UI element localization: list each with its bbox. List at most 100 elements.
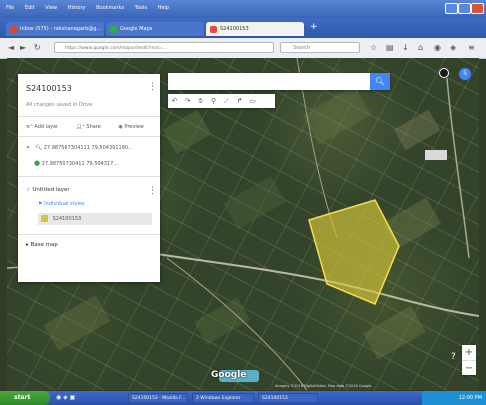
layer-options-icon[interactable]: ⋮ <box>148 186 157 196</box>
pin-result-row[interactable]: ● 27.98750730411 79.504317... <box>34 159 118 167</box>
menu-view[interactable]: View <box>45 5 58 11</box>
side-road <box>446 77 470 259</box>
download-icon[interactable]: ↓ <box>402 43 409 52</box>
redo-icon[interactable]: ↷ <box>184 97 191 105</box>
search-icon[interactable]: 🔍︎ <box>370 73 390 90</box>
share-label: Share <box>86 124 101 130</box>
layer-feature-item[interactable]: S24100153 <box>38 213 152 225</box>
menu-edit[interactable]: Edit <box>24 5 35 11</box>
tab-my-map[interactable]: S24100153 <box>206 22 304 36</box>
more-options-icon[interactable]: ⋮ <box>148 82 157 92</box>
menu-tools[interactable]: Tools <box>134 5 147 11</box>
layer-checkbox[interactable]: ✓ <box>26 187 31 193</box>
layer-style-label: Individual styles <box>44 201 85 207</box>
ruler-icon[interactable]: ▭ <box>249 97 256 105</box>
home-icon[interactable]: ⌂ <box>418 43 424 52</box>
layer-title[interactable]: Untitled layer <box>32 187 70 193</box>
settlement <box>425 150 447 160</box>
sync-icon[interactable]: ◉ <box>434 43 441 52</box>
share-button[interactable]: 👤︎⁺ Share <box>75 124 101 130</box>
divider <box>18 234 160 235</box>
hand-icon[interactable]: ✋︎ <box>198 96 203 105</box>
undo-icon[interactable]: ↶ <box>171 97 178 105</box>
base-map-label: Base map <box>30 242 58 248</box>
back-icon[interactable]: ◄ <box>8 43 15 52</box>
main-road <box>156 253 479 317</box>
menu-bookmarks[interactable]: Bookmarks <box>96 5 125 11</box>
taskbar-item-firefox[interactable]: S24100153 - Mozilla F... <box>128 393 188 403</box>
tab-inbox[interactable]: Inbox (575) - rakshanagarb@g... <box>6 22 104 36</box>
map-title[interactable]: S24100153 <box>26 84 72 93</box>
pin-coordinates: 27.98750730411 79.504317... <box>41 161 119 167</box>
marker-icon[interactable]: ⚲ <box>210 97 217 105</box>
layer-style-link[interactable]: ⚑ Individual styles <box>38 201 85 207</box>
map-side-panel: S24100153 ⋮ All changes saved in Drive ≡… <box>18 74 160 282</box>
directions-icon[interactable]: ↱ <box>236 97 243 105</box>
layer-header[interactable]: ✓ Untitled layer <box>26 187 70 193</box>
add-layer-button[interactable]: ≡⁺ Add layer <box>26 124 59 130</box>
my-maps-icon <box>210 25 217 33</box>
tab-label: Google Maps <box>120 26 153 32</box>
google-logo: Google <box>211 370 247 380</box>
field-patches <box>43 85 442 360</box>
start-button[interactable]: start <box>0 391 50 405</box>
feature-label: S24100153 <box>52 216 82 222</box>
maps-icon <box>110 25 117 33</box>
url-field[interactable]: https://www.google.com/maps/d/edit?mid=.… <box>54 42 274 53</box>
polygon-swatch-icon <box>41 215 48 222</box>
base-map-row[interactable]: ▸ Base map <box>26 242 58 248</box>
shield-icon[interactable]: ◈ <box>450 43 457 52</box>
menu-help[interactable]: Help <box>157 5 169 11</box>
menu-file[interactable]: File <box>6 5 15 11</box>
water-body <box>219 370 259 382</box>
quick-launch-icons[interactable]: ◉ ◈ ▣ <box>56 394 76 401</box>
reload-icon[interactable]: ↻ <box>34 43 41 52</box>
compass-icon[interactable] <box>439 68 449 78</box>
close-icon[interactable]: ✕ <box>26 145 31 151</box>
new-tab-button[interactable]: + <box>310 22 318 32</box>
minimize-button[interactable] <box>445 3 458 14</box>
clock[interactable]: 12:00 PM <box>458 395 482 401</box>
map-search-box[interactable]: 🔍︎ <box>168 73 390 90</box>
search-coordinates: 27.987567304111 79.504391190... <box>43 145 133 151</box>
browser-search-field[interactable]: Search <box>280 42 360 53</box>
divider <box>18 176 160 177</box>
track <box>166 257 308 390</box>
add-layer-label: Add layer <box>34 124 59 130</box>
navigation-bar: ◄ ► ↻ https://www.google.com/maps/d/edit… <box>0 38 486 59</box>
forward-icon[interactable]: ► <box>20 43 27 52</box>
tab-label: Inbox (575) - rakshanagarb@g... <box>20 26 102 32</box>
taskbar-item-explorer[interactable]: 2 Windows Explorer <box>192 393 254 403</box>
menu-bar: File Edit View History Bookmarks Tools H… <box>6 5 178 11</box>
zoom-control: + − <box>462 345 476 375</box>
close-window-button[interactable] <box>471 3 484 14</box>
expand-icon[interactable]: ▸ <box>26 242 29 248</box>
tab-bar: Inbox (575) - rakshanagarb@g... Google M… <box>0 18 486 38</box>
tab-label: S24100153 <box>220 26 249 32</box>
divider <box>18 116 160 117</box>
divider <box>18 136 160 137</box>
line-icon[interactable]: ⟋ <box>224 96 229 105</box>
system-tray: 12:00 PM <box>422 391 486 405</box>
panel-actions: ≡⁺ Add layer 👤︎⁺ Share ◉ Preview <box>26 124 160 130</box>
zoom-in-button[interactable]: + <box>464 347 474 358</box>
tab-google-maps[interactable]: Google Maps <box>106 22 204 36</box>
browser-title-bar: File Edit View History Bookmarks Tools H… <box>0 0 486 18</box>
search-result-row[interactable]: ✕ 🔍︎ 27.987567304111 79.504391190... <box>26 145 133 151</box>
preview-button[interactable]: ◉ Preview <box>118 124 144 130</box>
windows-taskbar: start ◉ ◈ ▣ S24100153 - Mozilla F... 2 W… <box>0 391 486 405</box>
bookmark-star-icon[interactable]: ☆ <box>370 43 378 52</box>
map-attribution: Imagery ©2016 DigitalGlobe, Map data ©20… <box>275 384 372 388</box>
save-status: All changes saved in Drive <box>26 102 93 108</box>
menu-history[interactable]: History <box>67 5 86 11</box>
help-icon[interactable]: ? <box>451 352 456 362</box>
taskbar-item-document[interactable]: S24100153 <box>258 393 318 403</box>
map-imagery <box>7 58 479 390</box>
zoom-out-button[interactable]: − <box>462 360 476 376</box>
drawn-polygon[interactable] <box>308 199 400 305</box>
menu-icon[interactable]: ≡ <box>468 43 475 52</box>
maximize-button[interactable] <box>458 3 471 14</box>
gmail-icon <box>10 25 17 33</box>
account-avatar[interactable]: S <box>459 68 471 80</box>
reading-list-icon[interactable]: ▤ <box>386 43 394 52</box>
